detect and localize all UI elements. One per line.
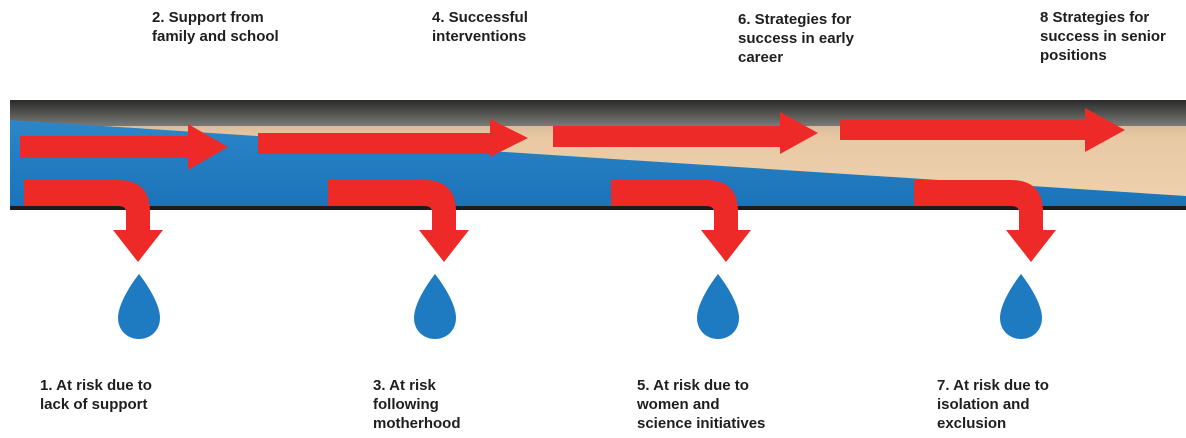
water-drop-icon <box>414 274 456 339</box>
bent-down-arrow-icon <box>914 180 1056 262</box>
bottom-label-motherhood: 3. At risk following motherhood <box>373 377 461 432</box>
top-label-senior-positions: 8 Strategies for success in senior posit… <box>1040 9 1166 64</box>
water-drop-icon <box>118 274 160 339</box>
bottom-label-initiatives: 5. At risk due to women and science init… <box>637 377 766 432</box>
right-arrow-icon <box>258 119 528 157</box>
right-arrow-icon <box>553 112 818 154</box>
top-label-support: 2. Support from family and school <box>152 9 279 45</box>
bottom-label-isolation: 7. At risk due to isolation and exclusio… <box>937 377 1049 432</box>
bent-down-arrow-icon <box>328 180 469 262</box>
water-drop-icon <box>697 274 739 339</box>
bent-down-arrow-icon <box>611 180 751 262</box>
top-label-early-career: 6. Strategies for success in early caree… <box>738 11 854 66</box>
top-label-interventions: 4. Successful interventions <box>432 9 528 45</box>
water-drop-icon <box>1000 274 1042 339</box>
bent-down-arrow-icon <box>24 180 163 262</box>
right-arrow-icon <box>840 108 1125 152</box>
right-arrow-icon <box>20 124 228 170</box>
bottom-label-lack-of-support: 1. At risk due to lack of support <box>40 377 152 413</box>
pipe-bottom-rim <box>10 206 1186 210</box>
